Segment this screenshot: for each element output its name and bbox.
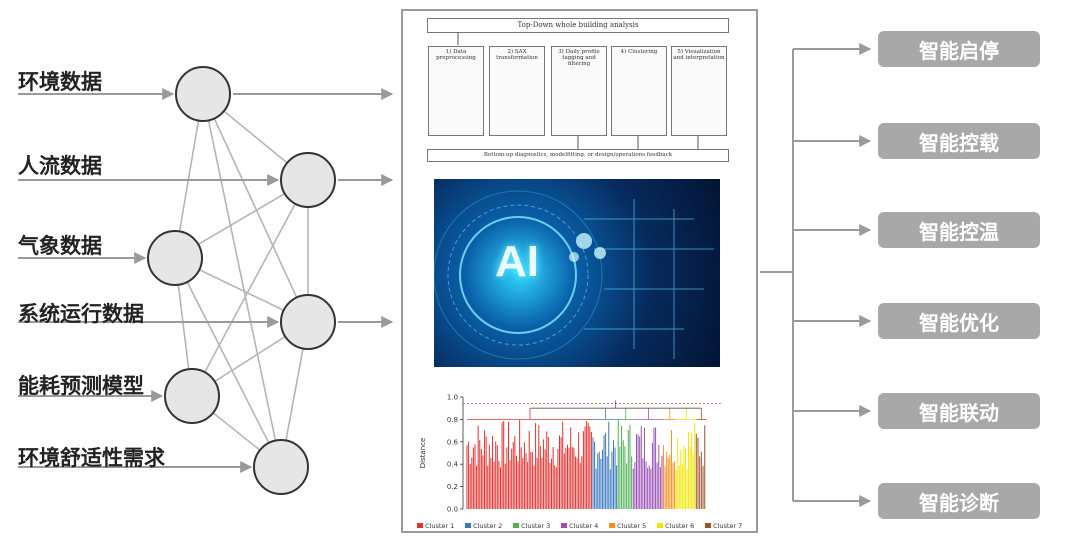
flow-step-2-label: 2) SAX transformation (496, 49, 538, 61)
output-smart-linkage[interactable]: 智能联动 (878, 393, 1040, 429)
y-tick-label: 0.6 (447, 438, 459, 446)
ai-text: AI (495, 237, 539, 286)
network-edge (174, 257, 282, 468)
flow-step-2: 2) SAX transformation (489, 46, 545, 136)
network-edge (191, 179, 309, 397)
y-axis-label: Distance (419, 438, 427, 469)
input-label-people-flow: 人流数据 (18, 154, 102, 178)
input-label-weather: 气象数据 (18, 234, 102, 258)
ai-illustration: AI (434, 179, 720, 367)
y-tick-label: 1.0 (447, 394, 458, 402)
flow-step-3: 3) Daily profile tagging and filtering (551, 46, 607, 136)
flow-step-5: 5) Visualization and interpretation (671, 46, 727, 136)
network-edge (202, 93, 309, 323)
y-tick-label: 0.0 (447, 506, 458, 514)
legend-label: Cluster 7 (713, 522, 742, 530)
input-label-system-operation: 系统运行数据 (18, 302, 144, 326)
flow-step-4: 4) Clustering (611, 46, 667, 136)
flow-step-4-label: 4) Clustering (620, 49, 658, 55)
network-node (280, 294, 336, 350)
input-label-environment: 环境数据 (18, 70, 102, 94)
legend-swatch (561, 523, 567, 528)
dendrogram-leaves (466, 419, 706, 509)
network-nodes (147, 66, 336, 495)
dendrogram-links (467, 400, 707, 420)
analysis-panel: Top-Down whole building analysis (401, 9, 758, 533)
output-smart-diagnosis[interactable]: 智能诊断 (878, 483, 1040, 519)
network-node (175, 66, 231, 122)
network-edge (202, 93, 282, 468)
network-node (253, 439, 309, 495)
legend-swatch (417, 523, 423, 528)
flow-step-1: 1) Data preprocessing (428, 46, 484, 136)
legend-label: Cluster 5 (617, 522, 646, 530)
network-node (147, 230, 203, 286)
output-smart-temperature[interactable]: 智能控温 (878, 212, 1040, 248)
output-smart-optimization[interactable]: 智能优化 (878, 303, 1040, 339)
flow-step-5-label: 5) Visualization and interpretation (673, 49, 725, 61)
legend-swatch (705, 523, 711, 528)
legend-label: Cluster 3 (521, 522, 550, 530)
legend-label: Cluster 1 (425, 522, 454, 530)
legend-swatch (465, 523, 471, 528)
y-tick-label: 0.4 (447, 461, 459, 469)
legend-label: Cluster 2 (473, 522, 502, 530)
legend-label: Cluster 6 (665, 522, 694, 530)
ai-circuit-graphics (434, 190, 714, 360)
legend-swatch (513, 523, 519, 528)
legend-swatch (657, 523, 663, 528)
output-smart-start-stop[interactable]: 智能启停 (878, 31, 1040, 67)
flow-step-3-label: 3) Daily profile tagging and filtering (558, 49, 600, 67)
y-tick-label: 0.2 (447, 483, 458, 491)
flowchart-title: Top-Down whole building analysis (427, 18, 729, 33)
network-node (280, 152, 336, 208)
input-arrows (18, 88, 394, 473)
input-label-comfort-demand: 环境舒适性需求 (18, 446, 165, 470)
legend-swatch (609, 523, 615, 528)
output-smart-load-control[interactable]: 智能控载 (878, 123, 1040, 159)
flow-step-1-label: 1) Data preprocessing (436, 49, 476, 61)
flowchart-footer: Bottom-up diagnostics, modelfitting, or … (427, 149, 729, 162)
y-tick-label: 0.8 (447, 416, 458, 424)
dendrogram-legend: Cluster 1 Cluster 2 Cluster 3 Cluster 4 Clus… (417, 522, 742, 530)
input-label-energy-model: 能耗预测模型 (18, 374, 144, 398)
legend-label: Cluster 4 (569, 522, 598, 530)
output-connectors (760, 43, 872, 507)
network-node (164, 368, 220, 424)
